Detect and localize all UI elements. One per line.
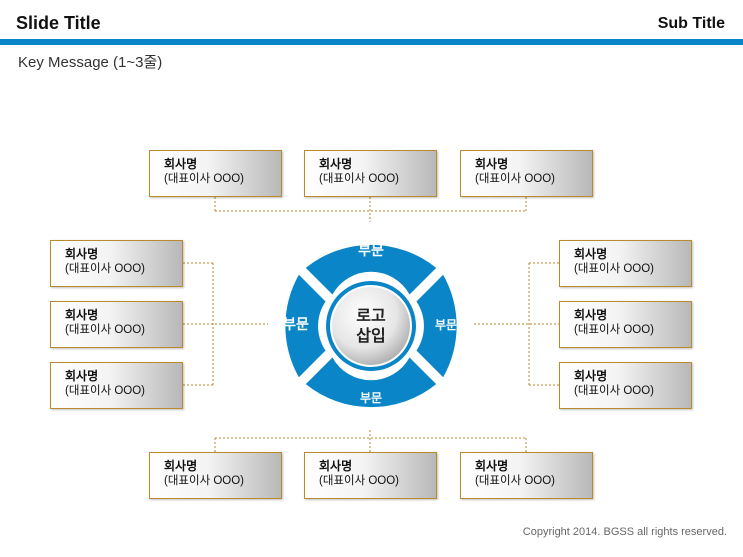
- segment-left: [285, 274, 326, 378]
- company-box-top-1: 회사명 (대표이사 OOO): [149, 150, 282, 197]
- company-name: 회사명: [475, 459, 509, 473]
- slide-title: Slide Title: [16, 13, 101, 33]
- company-name: 회사명: [164, 459, 198, 473]
- company-representative: (대표이사 OOO): [65, 324, 146, 336]
- logo-label-line1: 로고: [356, 308, 386, 325]
- key-message: Key Message (1~3줄): [18, 54, 163, 71]
- company-name: 회사명: [65, 308, 99, 322]
- logo-label-line2: 삽입: [356, 327, 385, 345]
- sub-title: Sub Title: [657, 15, 725, 32]
- company-box-bottom-2: 회사명 (대표이사 OOO): [304, 452, 437, 499]
- segment-top: [305, 244, 437, 295]
- division-wheel: 부문 부문 부문 부문 로고 삽입: [283, 242, 457, 408]
- company-representative: (대표이사 OOO): [475, 475, 556, 487]
- logo-placeholder: [330, 285, 412, 367]
- company-box-right-1: 회사명 (대표이사 OOO): [559, 240, 692, 287]
- company-box-right-2: 회사명 (대표이사 OOO): [559, 301, 692, 348]
- company-name: 회사명: [574, 369, 608, 383]
- company-representative: (대표이사 OOO): [475, 173, 556, 185]
- company-box-top-2: 회사명 (대표이사 OOO): [304, 150, 437, 197]
- company-name: 회사명: [164, 157, 198, 171]
- copyright: Copyright 2014. BGSS all rights reserved…: [522, 526, 727, 538]
- segment-label-top: 부문: [358, 242, 384, 258]
- segment-label-left: 부문: [283, 316, 309, 332]
- company-box-left-1: 회사명 (대표이사 OOO): [50, 240, 183, 287]
- company-name: 회사명: [574, 308, 608, 322]
- company-representative: (대표이사 OOO): [574, 385, 655, 397]
- company-representative: (대표이사 OOO): [65, 263, 146, 275]
- company-name: 회사명: [65, 369, 99, 383]
- header-bar: [0, 39, 743, 45]
- segment-label-bottom: 부문: [360, 391, 382, 405]
- company-representative: (대표이사 OOO): [164, 173, 245, 185]
- company-representative: (대표이사 OOO): [319, 173, 400, 185]
- segment-label-right: 부문: [435, 318, 457, 332]
- company-name: 회사명: [65, 247, 99, 261]
- company-representative: (대표이사 OOO): [574, 324, 655, 336]
- company-representative: (대표이사 OOO): [164, 475, 245, 487]
- company-box-bottom-3: 회사명 (대표이사 OOO): [460, 452, 593, 499]
- company-representative: (대표이사 OOO): [65, 385, 146, 397]
- company-name: 회사명: [319, 157, 353, 171]
- company-representative: (대표이사 OOO): [319, 475, 400, 487]
- company-box-right-3: 회사명 (대표이사 OOO): [559, 362, 692, 409]
- company-box-bottom-1: 회사명 (대표이사 OOO): [149, 452, 282, 499]
- segment-right: [416, 274, 457, 378]
- segment-bottom: [305, 357, 437, 408]
- company-box-top-3: 회사명 (대표이사 OOO): [460, 150, 593, 197]
- company-name: 회사명: [475, 157, 509, 171]
- company-name: 회사명: [319, 459, 353, 473]
- company-name: 회사명: [574, 247, 608, 261]
- company-box-left-3: 회사명 (대표이사 OOO): [50, 362, 183, 409]
- company-representative: (대표이사 OOO): [574, 263, 655, 275]
- company-box-left-2: 회사명 (대표이사 OOO): [50, 301, 183, 348]
